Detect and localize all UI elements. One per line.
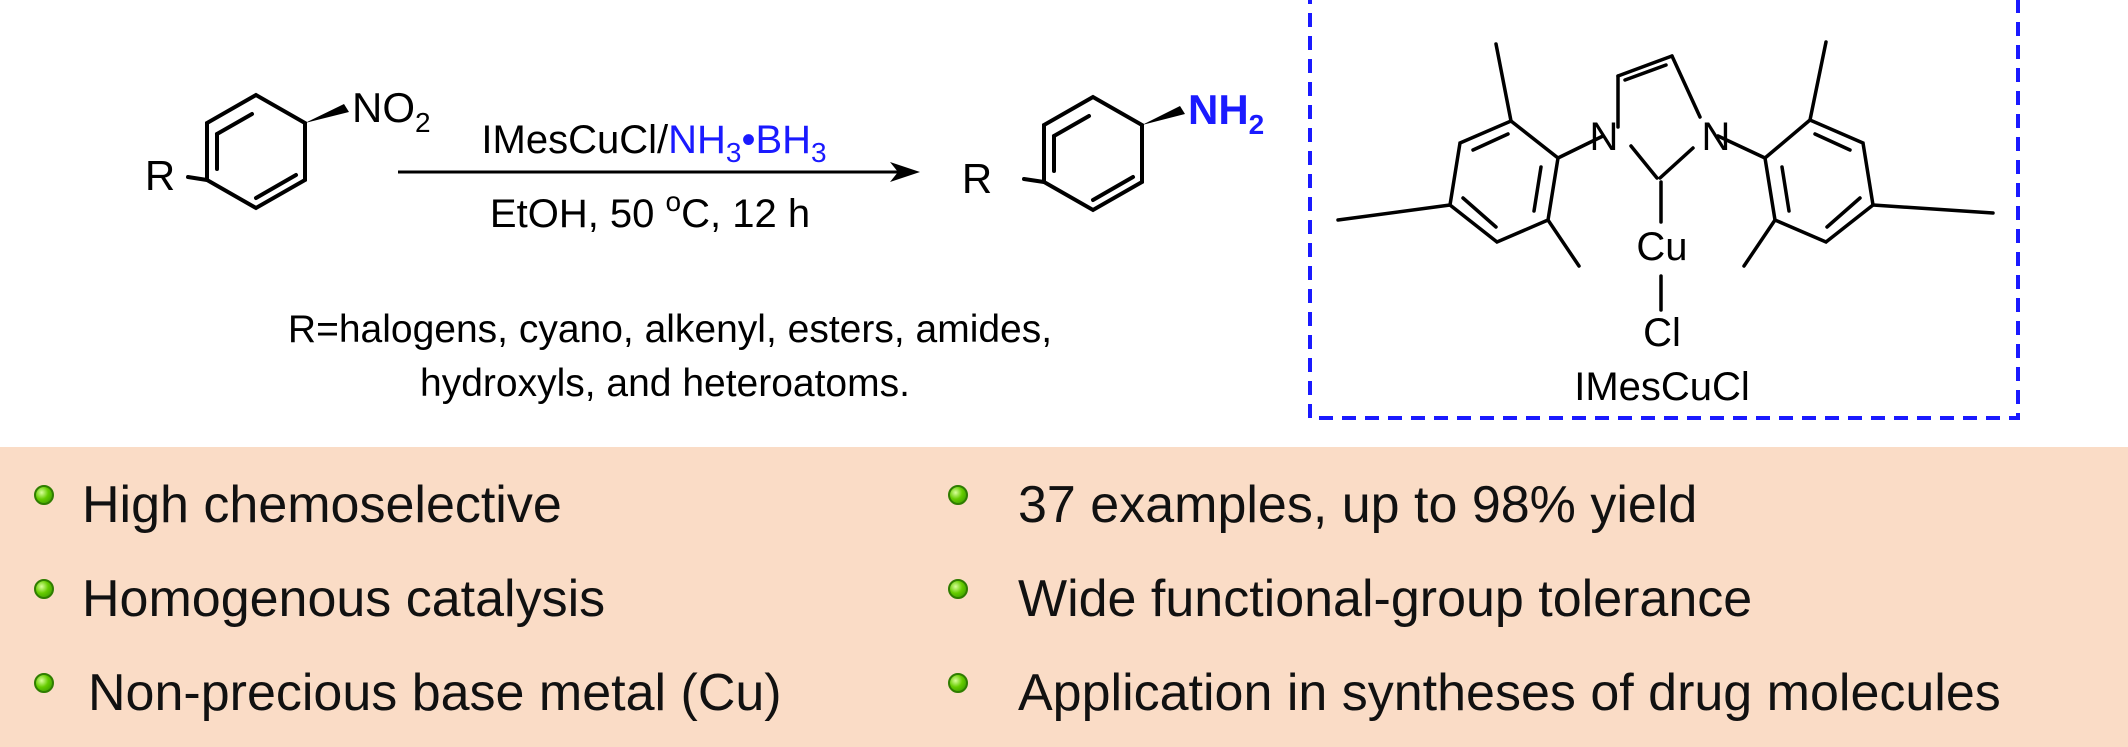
reagent-label: IMesCuCl/NH3•BH3 [481,118,826,168]
benefit-text: Non-precious base metal (Cu) [88,664,782,722]
benefit-item-right-1: 37 examples, up to 98% yield [948,475,1697,535]
arrow-head [890,162,920,182]
benefit-text: High chemoselective [82,476,562,534]
benefit-item-left-1: High chemoselective [34,475,562,535]
scope-line-1: R=halogens, cyano, alkenyl, esters, amid… [288,308,1052,351]
chloride-label: Cl [1643,311,1681,355]
nitro-group-label: NO2 [352,84,431,138]
nitrogen-right-label: N [1702,115,1731,159]
nitroarene-structure [186,92,349,211]
benefit-item-right-2: Wide functional-group tolerance [948,569,1752,629]
bullet-icon [948,673,968,693]
benefit-text: Application in syntheses of drug molecul… [1018,664,2001,722]
bullet-icon [948,579,968,599]
benefit-text: Wide functional-group tolerance [1018,570,1753,628]
amine-group-label: NH2 [1188,86,1264,140]
bullet-icon [34,485,54,505]
benefit-text: 37 examples, up to 98% yield [1018,476,1698,534]
reaction-scheme: R NO2 IMesCuCl/NH3•BH3 EtOH, 50 oC, 12 h… [145,0,2020,420]
conditions-label: EtOH, 50 oC, 12 h [490,186,810,236]
product-substituent-label: R [962,155,992,202]
benefits-panel: High chemoselective Homogenous catalysis… [0,447,2128,747]
catalyst-name: IMesCuCl [1574,365,1750,409]
aniline-structure [1022,94,1185,213]
bullet-icon [34,579,54,599]
benefit-item-left-3: Non-precious base metal (Cu) [34,663,782,723]
bullet-icon [34,673,54,693]
imescucl-structure [1336,40,1995,312]
copper-label: Cu [1636,225,1687,269]
benefit-item-left-2: Homogenous catalysis [34,569,605,629]
benefit-text: Homogenous catalysis [82,570,606,628]
bullet-icon [948,485,968,505]
reactant-substituent-label: R [145,152,175,199]
nitrogen-left-label: N [1590,115,1619,159]
catalyst-box [1308,0,2020,420]
benefit-item-right-3: Application in syntheses of drug molecul… [948,663,2001,723]
scope-line-2: hydroxyls, and heteroatoms. [420,362,910,405]
